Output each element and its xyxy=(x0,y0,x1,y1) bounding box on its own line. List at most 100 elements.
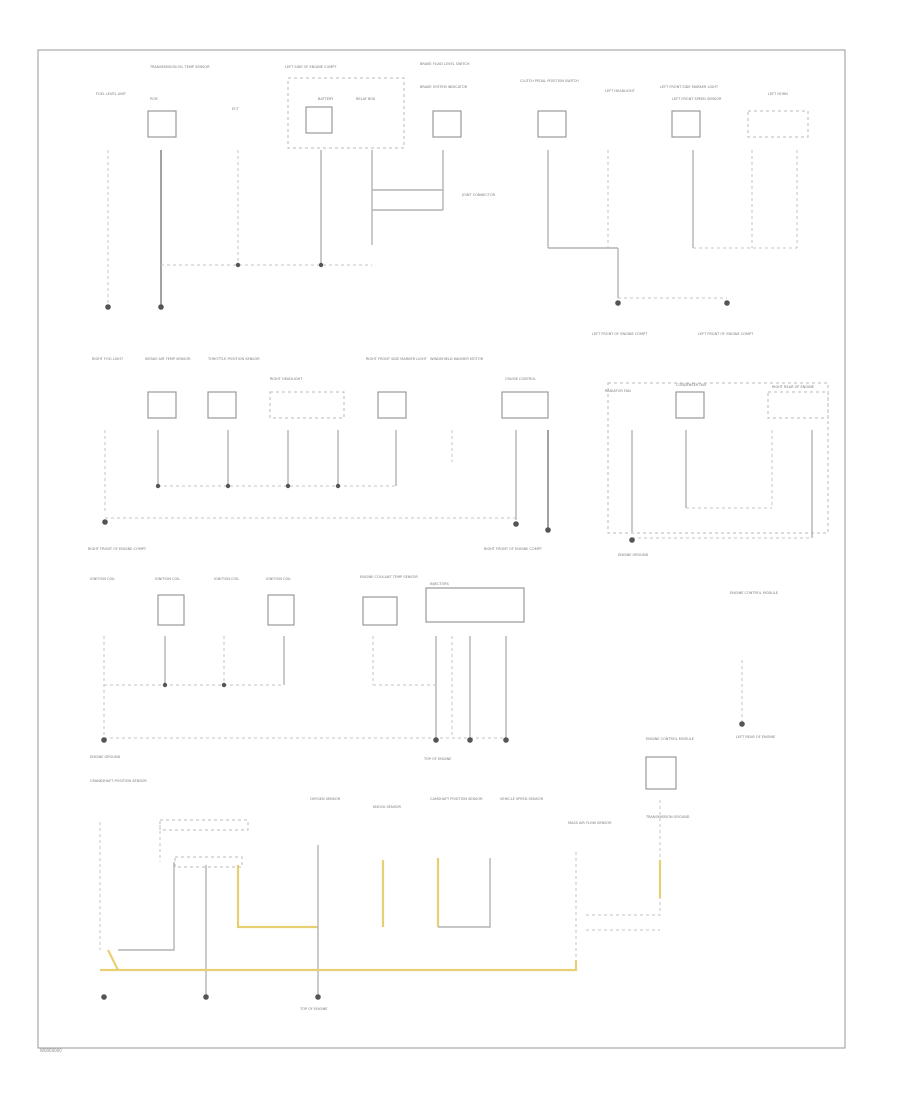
ground-point xyxy=(285,483,291,489)
ground-point xyxy=(739,721,745,727)
diagram-frame xyxy=(37,49,846,1049)
ground-wire xyxy=(586,898,661,916)
component-box xyxy=(501,391,549,419)
ground-point xyxy=(221,682,227,688)
component-label: KNOCK SENSOR xyxy=(373,805,402,809)
component-label: LEFT SIDE OF ENGINE COMPT xyxy=(285,65,337,69)
component-box xyxy=(174,856,243,868)
component-label: RIGHT FRONT OF ENGINE COMPT xyxy=(88,547,147,551)
component-box xyxy=(767,391,829,419)
component-box xyxy=(432,110,462,138)
component-label: OXYGEN SENSOR xyxy=(310,797,341,801)
component-label: ENGINE COOLANT TEMP SENSOR xyxy=(360,575,418,579)
component-label: TOP OF ENGINE xyxy=(299,1007,327,1011)
component-label: FUEL LEVEL UNIT xyxy=(96,92,127,96)
ground-point xyxy=(102,519,108,525)
component-box xyxy=(147,110,177,138)
ground-point xyxy=(225,483,231,489)
row-2-components xyxy=(102,382,829,543)
ground-point xyxy=(105,304,111,310)
component-box xyxy=(305,106,333,134)
ground-point xyxy=(503,737,509,743)
component-label: ENGINE CONTROL MODULE xyxy=(646,737,694,741)
component-label: PCM xyxy=(150,97,158,101)
component-label: LEFT FRONT OF ENGINE COMPT xyxy=(592,332,648,336)
ground-point xyxy=(615,300,621,306)
component-label: JOINT CONNECTOR xyxy=(461,193,496,197)
component-label: TRANSMISSION OIL TEMP SENSOR xyxy=(149,65,210,69)
component-label: RIGHT FRONT OF ENGINE COMPT xyxy=(484,547,543,551)
component-box xyxy=(287,77,405,149)
component-label: ENGINE CONTROL MODULE xyxy=(730,591,778,595)
component-label: TRANSMISSION GROUND xyxy=(645,815,690,819)
component-label: ENGINE GROUND xyxy=(618,553,649,557)
component-label: IGNITION COIL xyxy=(90,577,115,581)
component-box xyxy=(671,110,701,138)
component-box xyxy=(645,756,677,790)
ground-point xyxy=(162,682,168,688)
component-label: RELAY BOX xyxy=(356,97,376,101)
ground-wire xyxy=(107,949,119,971)
component-label: LEFT REAR OF ENGINE xyxy=(736,735,775,739)
component-box xyxy=(607,382,829,534)
component-label: RADIATOR FAN xyxy=(605,389,631,393)
ground-point xyxy=(101,737,107,743)
ground-point xyxy=(318,262,324,268)
component-label: LEFT FRONT OF ENGINE COMPT xyxy=(698,332,754,336)
diagram-code: W0000000 xyxy=(40,1048,62,1053)
component-box xyxy=(159,819,249,831)
component-label: LEFT FRONT SPEED SENSOR xyxy=(672,97,722,101)
row-3-components xyxy=(101,587,745,743)
component-label: THROTTLE POSITION SENSOR xyxy=(207,357,260,361)
component-label: CAMSHAFT POSITION SENSOR xyxy=(430,797,483,801)
component-box xyxy=(675,391,705,419)
component-box xyxy=(425,587,525,623)
component-label: RIGHT HEADLIGHT xyxy=(270,377,303,381)
component-label: LEFT FRONT SIDE MARKER LIGHT xyxy=(660,85,719,89)
ground-wire xyxy=(118,862,175,951)
component-label: LEFT HORN xyxy=(768,92,788,96)
ground-point xyxy=(235,262,241,268)
ground-point xyxy=(433,737,439,743)
ground-point xyxy=(335,483,341,489)
component-box xyxy=(267,594,295,626)
component-label: ECT xyxy=(232,107,240,111)
component-label: VEHICLE SPEED SENSOR xyxy=(500,797,544,801)
ground-wire xyxy=(100,960,578,972)
component-label: BRAKE SYSTEM INDICATOR xyxy=(420,85,468,89)
component-label: ENGINE GROUND xyxy=(90,755,121,759)
ground-point xyxy=(724,300,730,306)
ground-point xyxy=(513,521,519,527)
component-label: CLUTCH PEDAL POSITION SWITCH xyxy=(520,79,579,83)
component-label: CRUISE CONTROL xyxy=(505,377,536,381)
component-label: LEFT HEADLIGHT xyxy=(605,89,636,93)
component-box xyxy=(207,391,237,419)
ground-point xyxy=(467,737,473,743)
ground-point xyxy=(203,994,209,1000)
row-1-components xyxy=(105,77,809,310)
ground-point xyxy=(155,483,161,489)
component-box xyxy=(157,594,185,626)
component-label: INTAKE AIR TEMP SENSOR xyxy=(145,357,191,361)
component-box xyxy=(537,110,567,138)
component-box xyxy=(147,391,177,419)
component-label: BRAKE FLUID LEVEL SWITCH xyxy=(420,62,470,66)
component-box xyxy=(377,391,407,419)
ground-point xyxy=(315,994,321,1000)
component-label: WINDSHIELD WASHER MOTOR xyxy=(430,357,484,361)
component-label: IGNITION COIL xyxy=(155,577,180,581)
component-box xyxy=(269,391,345,419)
component-label: RIGHT FRONT SIDE MARKER LIGHT xyxy=(366,357,428,361)
row-4-components xyxy=(99,756,677,1000)
component-label: RIGHT FOG LIGHT xyxy=(92,357,124,361)
component-label: CONDENSER FAN xyxy=(676,383,706,387)
component-label: MASS AIR FLOW SENSOR xyxy=(568,821,612,825)
ground-point xyxy=(629,537,635,543)
ground-point xyxy=(545,527,551,533)
ground-wire xyxy=(236,865,318,929)
component-label: INJECTORS xyxy=(430,582,450,586)
component-label: BATTERY xyxy=(318,97,334,101)
component-label: RIGHT REAR OF ENGINE xyxy=(772,385,814,389)
ground-point xyxy=(158,304,164,310)
